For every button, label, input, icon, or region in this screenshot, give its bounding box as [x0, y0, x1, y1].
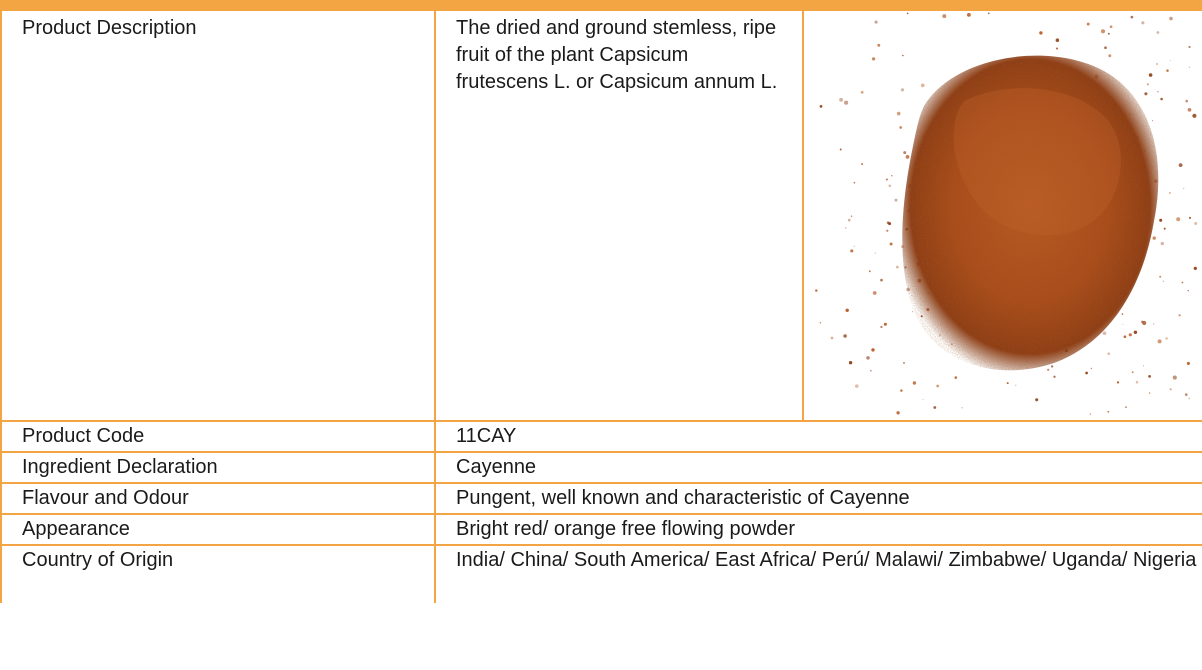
row-label-product-description: Product Description	[0, 9, 436, 422]
row-label-flavour-odour: Flavour and Odour	[0, 482, 436, 515]
row-label-country-of-origin: Country of Origin	[0, 544, 436, 603]
row-value-product-description: The dried and ground stemless, ripe frui…	[434, 9, 804, 422]
table-row: Flavour and Odour Pungent, well known an…	[0, 482, 1202, 515]
row-label-appearance: Appearance	[0, 513, 436, 546]
cayenne-powder-image	[804, 11, 1200, 418]
row-value-country-of-origin: India/ China/ South America/ East Africa…	[434, 544, 1202, 603]
row-value-appearance: Bright red/ orange free flowing powder	[434, 513, 1202, 546]
row-value-ingredient-declaration: Cayenne	[434, 451, 1202, 484]
row-label-ingredient-declaration: Ingredient Declaration	[0, 451, 436, 484]
row-value-product-code: 11CAY	[434, 420, 1202, 453]
row-value-flavour-odour: Pungent, well known and characteristic o…	[434, 482, 1202, 515]
product-image-cell	[802, 9, 1202, 422]
table-row: Country of Origin India/ China/ South Am…	[0, 544, 1202, 603]
table-row: Product Code 11CAY	[0, 420, 1202, 453]
table-row: Product Description The dried and ground…	[0, 9, 1202, 422]
product-spec-table: Product Description The dried and ground…	[0, 9, 1202, 603]
header-band	[0, 0, 1202, 9]
table-row: Appearance Bright red/ orange free flowi…	[0, 513, 1202, 546]
table-row: Ingredient Declaration Cayenne	[0, 451, 1202, 484]
row-label-product-code: Product Code	[0, 420, 436, 453]
